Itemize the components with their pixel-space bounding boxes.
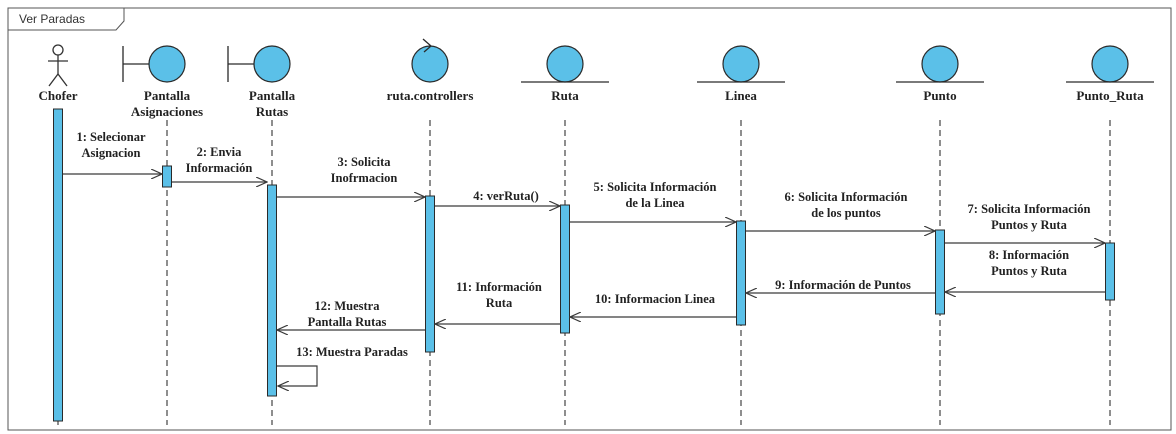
message-label: 13: Muestra Paradas xyxy=(296,345,408,359)
boundary-icon xyxy=(227,45,291,83)
activation-bar-chofer xyxy=(53,108,63,422)
activation-bar-ruta xyxy=(560,204,570,334)
lifeline-label: Punto_Ruta xyxy=(1076,88,1144,103)
lifeline-label: Punto xyxy=(923,88,956,103)
lifeline-label: Ruta xyxy=(551,88,579,103)
actor-icon xyxy=(48,44,68,87)
control-arrow xyxy=(422,38,432,53)
entity-circle xyxy=(722,45,760,83)
diagram-frame xyxy=(7,7,1172,431)
actor-leg-right xyxy=(57,73,68,87)
lifeline-label: Linea xyxy=(725,88,757,103)
message-label: 4: verRuta() xyxy=(473,189,539,203)
boundary-circle xyxy=(253,45,291,83)
activation-bar-asig xyxy=(162,165,172,188)
entity-circle xyxy=(1091,45,1129,83)
activation-bar-punto xyxy=(935,229,945,315)
lifeline-ruta: Ruta xyxy=(521,45,609,425)
lifeline-label: ruta.controllers xyxy=(387,88,474,103)
lifeline-label: Chofer xyxy=(39,88,78,103)
entity-circle xyxy=(546,45,584,83)
lifeline-punto: Punto xyxy=(896,45,984,425)
self-message-arrow xyxy=(277,365,318,386)
message-13: 13: Muestra Paradas xyxy=(277,345,408,386)
activation-bar-rutas xyxy=(267,184,277,397)
actor-head xyxy=(52,44,64,56)
entity-icon xyxy=(1066,45,1154,83)
entity-icon xyxy=(697,45,785,83)
boundary-icon xyxy=(122,45,186,83)
frame-title-tab xyxy=(8,8,125,31)
frame-title: Ver Paradas xyxy=(19,12,85,26)
activation-bar-linea xyxy=(736,220,746,326)
message-10: 10: Informacion Linea xyxy=(570,292,736,317)
control-circle xyxy=(411,45,449,83)
message-label: 10: Informacion Linea xyxy=(595,292,716,306)
activation-bar-ctrl xyxy=(425,195,435,353)
message-label: 9: Información de Puntos xyxy=(775,278,911,292)
entity-icon xyxy=(896,45,984,83)
actor-leg-left xyxy=(48,73,59,87)
control-icon xyxy=(411,38,449,83)
message-9: 9: Información de Puntos xyxy=(746,278,935,293)
entity-circle xyxy=(921,45,959,83)
lifeline-puntoruta: Punto_Ruta xyxy=(1066,45,1154,425)
message-4: 4: verRuta() xyxy=(435,189,560,206)
boundary-circle xyxy=(148,45,186,83)
entity-icon xyxy=(521,45,609,83)
activation-bar-puntoruta xyxy=(1105,242,1115,301)
